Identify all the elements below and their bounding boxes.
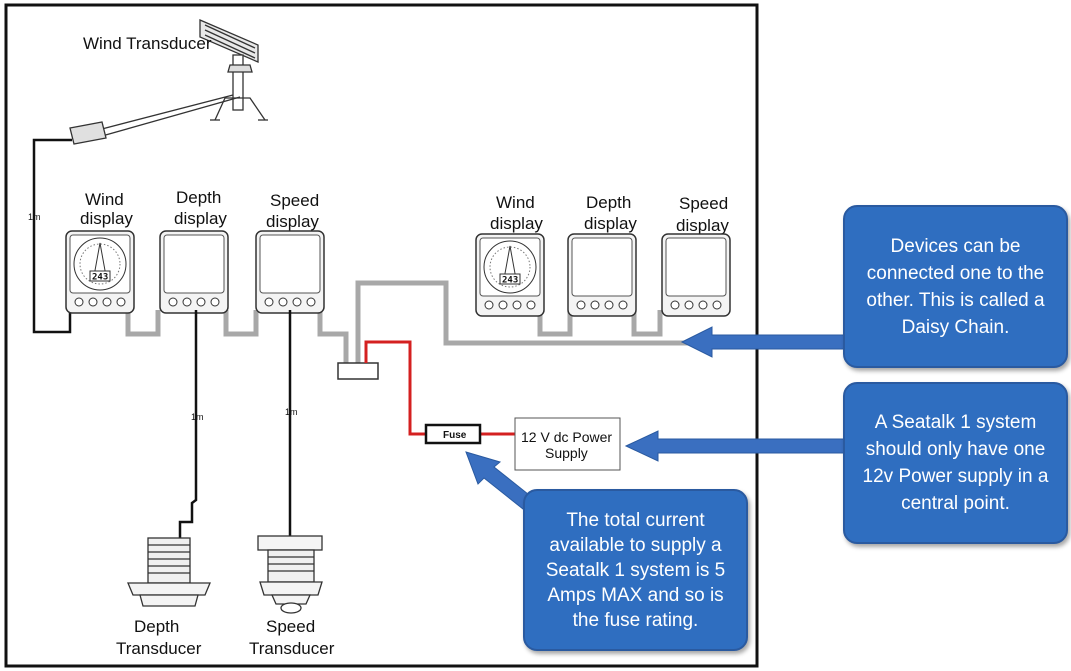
speed-display-2-label-line2: display: [676, 216, 729, 235]
wind-display-2-label-line1: Wind: [496, 193, 535, 212]
daisy-chain-callout: Devices can be connected one to the othe…: [843, 205, 1068, 368]
speed-display-1: [255, 230, 325, 314]
depth-transducer-label-line1: Depth: [134, 617, 179, 636]
speed-display-2-label-line1: Speed: [679, 194, 728, 213]
fuse-label: Fuse: [443, 430, 467, 441]
wind-display-1-label-line2: display: [80, 209, 133, 228]
depth-cable-length: 1m: [191, 412, 204, 422]
power-supply-label-line1: 12 V dc Power: [521, 429, 612, 445]
fuse-rating-callout-text: The total current available to supply a …: [545, 509, 726, 631]
power-supply-label-line2: Supply: [545, 445, 588, 461]
wind-cable-length: 1m: [28, 212, 41, 222]
daisy-chain-cables: [125, 280, 690, 365]
depth-display-2-label-line1: Depth: [586, 193, 631, 212]
fuse-rating-callout: The total current available to supply a …: [523, 489, 748, 651]
power-supply-box: [514, 417, 621, 471]
depth-display-1: [159, 230, 229, 314]
wind-display-1-label-line1: Wind: [85, 190, 124, 209]
depth-display-1-label-line2: display: [174, 209, 227, 228]
power-supply-callout-text: A Seatalk 1 system should only have one …: [862, 412, 1049, 514]
power-cable: [364, 340, 426, 436]
depth-transducer-icon: [127, 537, 211, 607]
speed-display-1-label-line1: Speed: [270, 191, 319, 210]
speed-cable-length: 1m: [285, 407, 298, 417]
wind-display-1: 243: [65, 230, 135, 314]
wind-transducer-label: Wind Transducer: [83, 34, 212, 53]
depth-display-2: [567, 233, 637, 317]
wind-display-2-label-line2: display: [490, 214, 543, 233]
daisy-chain-callout-text: Devices can be connected one to the othe…: [866, 235, 1045, 338]
depth-transducer-cable: [178, 310, 198, 540]
speed-display-2: [661, 233, 731, 317]
wind-transducer-icon: [69, 19, 268, 145]
power-supply-callout: A Seatalk 1 system should only have one …: [843, 382, 1068, 544]
wind-lcd-reading-2: 243: [502, 276, 518, 286]
depth-display-2-label-line2: display: [584, 214, 637, 233]
depth-transducer-label-line2: Transducer: [116, 639, 202, 658]
speed-transducer-label-line2: Transducer: [249, 639, 335, 658]
depth-display-1-label-line1: Depth: [176, 188, 221, 207]
speed-display-1-label-line2: display: [266, 212, 319, 231]
wind-display-2: 243: [475, 233, 545, 317]
wind-cable: [32, 138, 72, 334]
wind-lcd-reading-1: 243: [92, 273, 108, 283]
daisy-chain-arrow: [680, 326, 845, 358]
junction-box: [337, 362, 379, 380]
speed-transducer-icon: [257, 535, 323, 614]
speed-transducer-label-line1: Speed: [266, 617, 315, 636]
fuse-box: [424, 423, 482, 445]
